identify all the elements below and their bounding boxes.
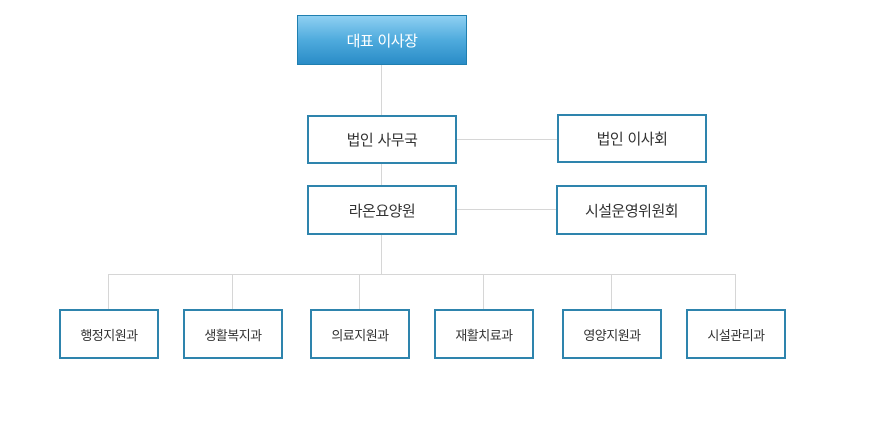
node-dept-welfare: 생활복지과 <box>183 309 283 359</box>
node-dept-rehabilitation: 재활치료과 <box>434 309 534 359</box>
node-dept-medical: 의료지원과 <box>310 309 410 359</box>
node-nursing-home: 라온요양원 <box>307 185 457 235</box>
connector-drop-2 <box>232 274 233 310</box>
connector-drop-1 <box>108 274 109 310</box>
connector-bus <box>108 274 735 275</box>
node-dept-nutrition: 영양지원과 <box>562 309 662 359</box>
connector-office-center <box>381 163 382 186</box>
connector-drop-3 <box>359 274 360 310</box>
connector-top-office <box>381 64 382 116</box>
node-board-of-directors: 법인 이사회 <box>557 114 707 163</box>
connector-drop-5 <box>611 274 612 310</box>
node-dept-administration: 행정지원과 <box>59 309 159 359</box>
node-dept-facility: 시설관리과 <box>686 309 786 359</box>
connector-center-bus <box>381 234 382 274</box>
node-operating-committee: 시설운영위원회 <box>556 185 707 235</box>
connector-center-committee <box>456 209 558 210</box>
connector-office-board <box>456 139 558 140</box>
node-corporate-office: 법인 사무국 <box>307 115 457 164</box>
connector-drop-4 <box>483 274 484 310</box>
connector-drop-6 <box>735 274 736 310</box>
node-chairman: 대표 이사장 <box>297 15 467 65</box>
